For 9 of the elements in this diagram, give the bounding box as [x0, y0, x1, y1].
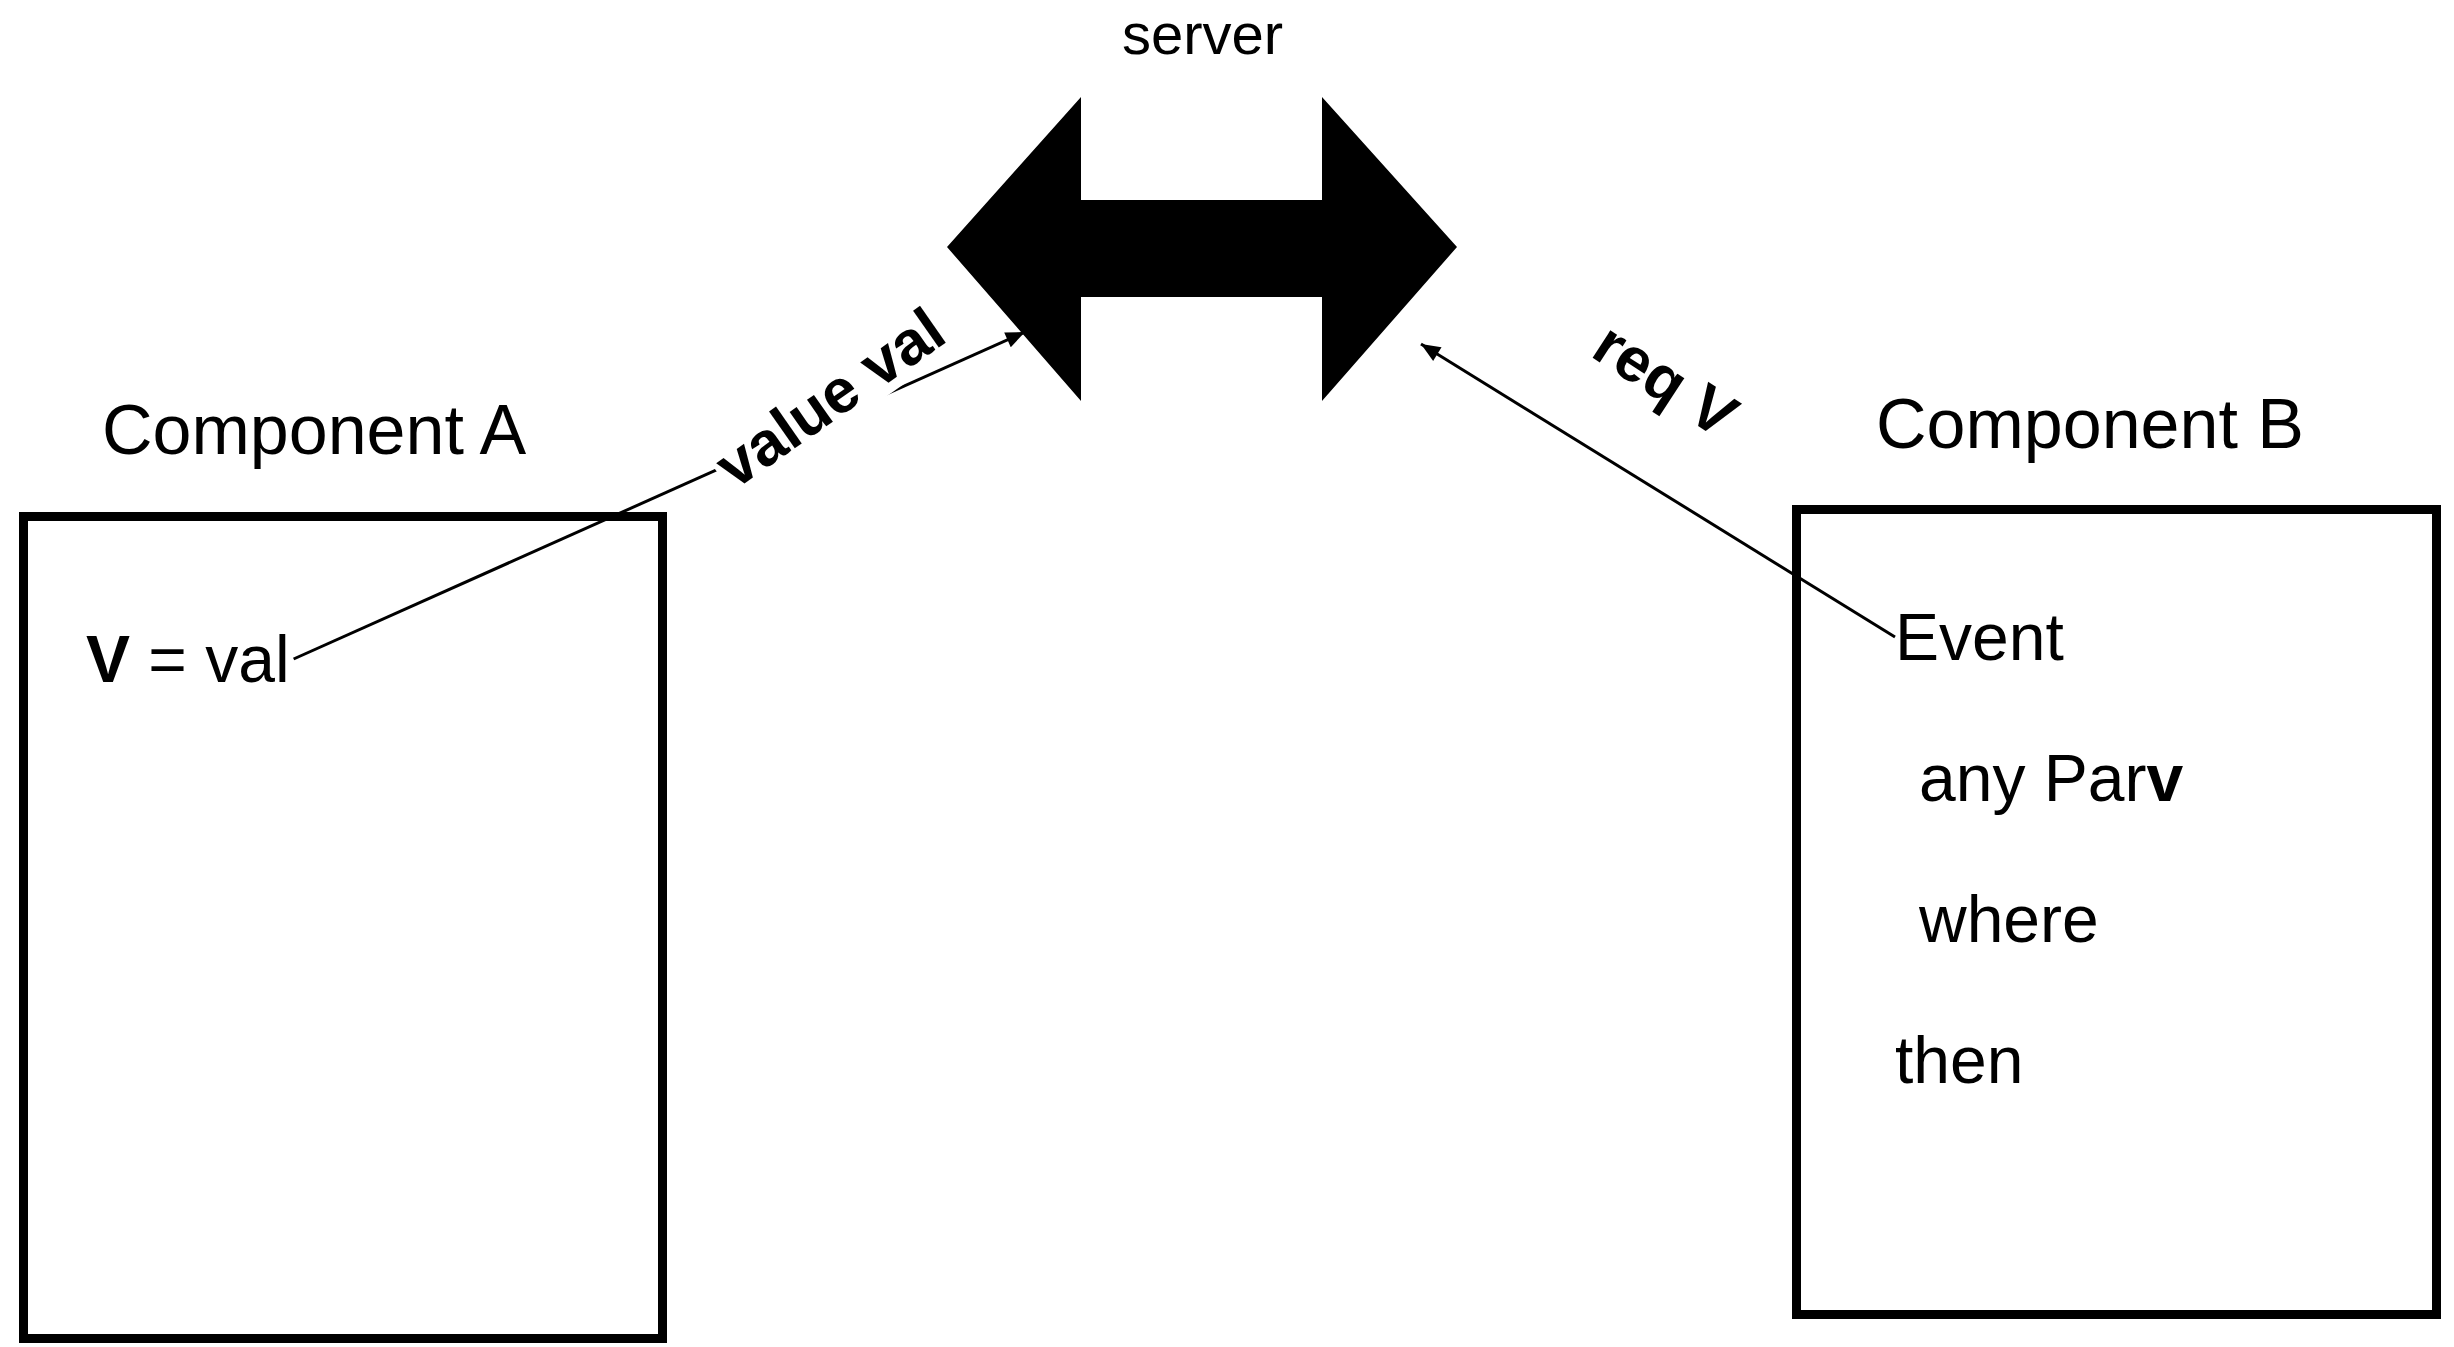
code-text: any Parv [1918, 740, 2185, 817]
code-text: Event [1895, 599, 2065, 676]
code-text: V = val [86, 621, 290, 698]
code-text: then [1895, 1022, 2025, 1099]
server-label: server [1120, 2, 1285, 66]
component-title: Component A [102, 390, 527, 471]
component-title: Component B [1876, 384, 2305, 465]
arrow [1420, 342, 1896, 639]
code-text: where [1918, 881, 2100, 958]
